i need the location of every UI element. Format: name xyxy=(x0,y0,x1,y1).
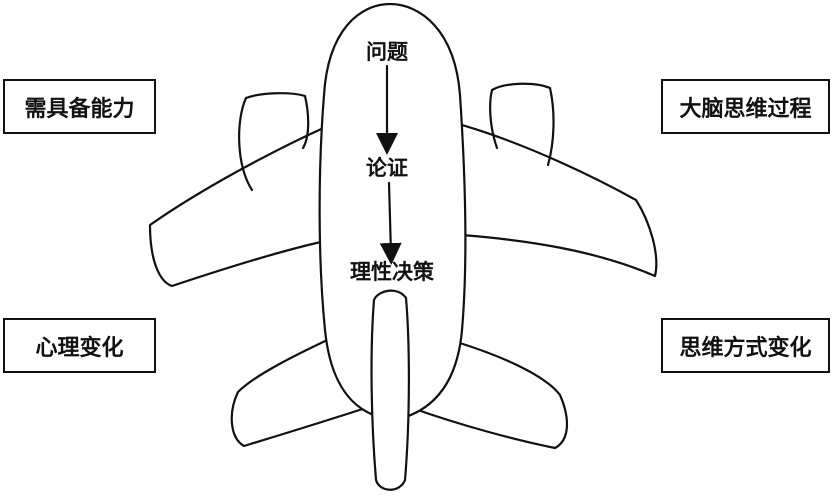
step-rational-decision-label: 理性决策 xyxy=(350,260,434,284)
thinking-style-change-box: 思维方式变化 xyxy=(661,318,830,373)
step-problem-label: 问题 xyxy=(366,40,408,64)
flow-arrow-2 xyxy=(379,181,402,265)
right-wing xyxy=(460,123,658,278)
step-argument-label: 论证 xyxy=(366,156,408,180)
tail-fin xyxy=(370,289,410,491)
left-wing xyxy=(148,123,332,288)
right-tail-wing xyxy=(410,338,569,450)
left-engine xyxy=(238,92,310,192)
right-engine xyxy=(489,82,555,167)
psychological-change-box: 心理变化 xyxy=(3,318,156,373)
left-tail-wing xyxy=(230,333,377,448)
required-ability-box: 需具备能力 xyxy=(3,79,156,134)
brain-thinking-process-box: 大脑思维过程 xyxy=(661,79,830,134)
